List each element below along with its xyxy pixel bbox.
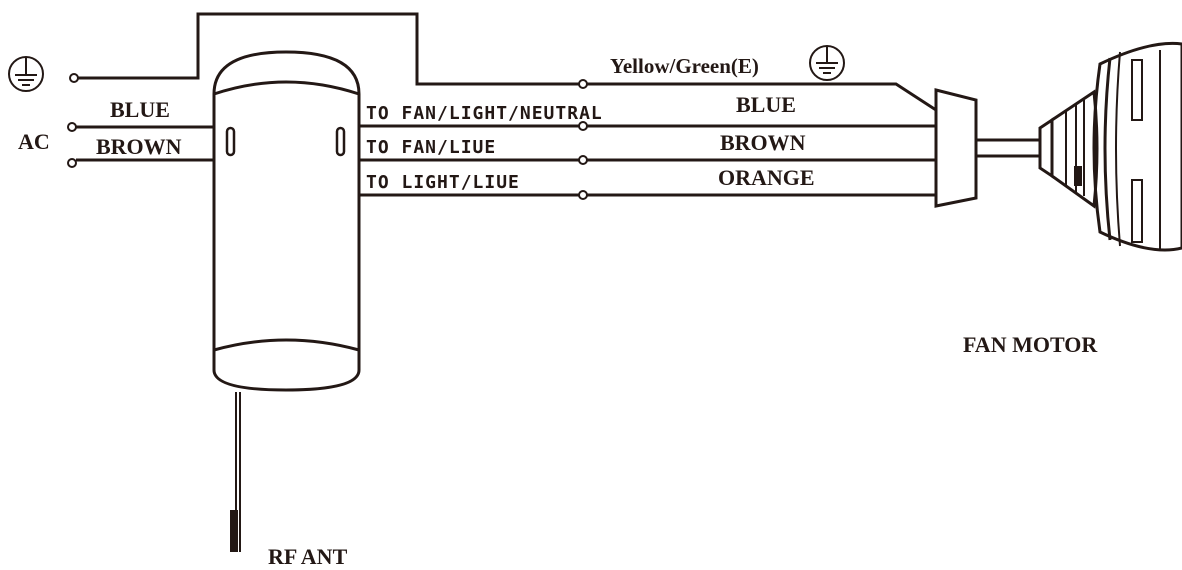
right-slot	[335, 126, 346, 157]
input-blue-label: BLUE	[110, 97, 170, 122]
earth-output-terminal	[578, 79, 588, 89]
ac-brown-terminal	[67, 158, 77, 168]
ground-symbol-icon	[809, 45, 845, 81]
rf-ant-label: RF ANT	[268, 544, 348, 569]
orange-color-label: ORANGE	[718, 165, 815, 190]
earth-wire	[76, 12, 937, 112]
receiver-module	[212, 50, 361, 392]
light-live-output-label: TO LIGHT/LIUE	[366, 172, 520, 193]
brown-color-label: BROWN	[720, 130, 806, 155]
fan-live-output-label: TO FAN/LIUE	[366, 137, 496, 158]
fan-motor	[934, 41, 1182, 252]
ac-label: AC	[18, 129, 50, 154]
fan-motor-label: FAN MOTOR	[963, 332, 1098, 357]
left-slot	[225, 126, 236, 157]
light-live-terminal	[578, 190, 588, 200]
neutral-terminal	[578, 121, 588, 131]
earth-wire-label: Yellow/Green(E)	[610, 54, 759, 78]
ac-blue-terminal	[67, 122, 77, 132]
input-brown-label: BROWN	[96, 134, 182, 159]
earth-input-terminal	[69, 73, 79, 83]
rf-antenna	[230, 392, 241, 552]
blue-color-label: BLUE	[736, 92, 796, 117]
fan-live-terminal	[578, 155, 588, 165]
ground-symbol-icon	[8, 56, 44, 92]
neutral-output-label: TO FAN/LIGHT/NEUTRAL	[366, 103, 603, 124]
